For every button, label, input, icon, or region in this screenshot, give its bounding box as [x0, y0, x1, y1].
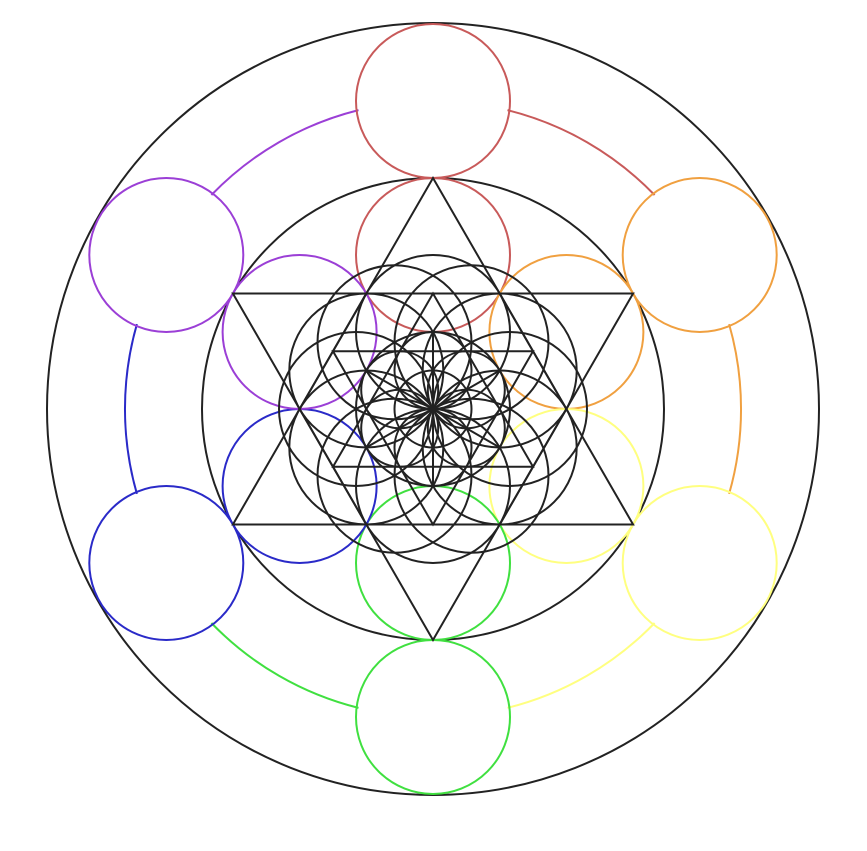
connector-arc-orange: [728, 323, 743, 495]
outer-petal-circle-blue: [88, 485, 245, 641]
connector-arc-blue: [123, 323, 138, 495]
outer-petal-circle-red: [355, 23, 511, 179]
connector-arc-yellow: [507, 622, 656, 709]
outer-petal-circle-green: [355, 639, 511, 795]
connector-arc-purple: [210, 109, 359, 196]
connector-arc-green: [210, 622, 359, 709]
inner-hexagon: [298, 292, 568, 526]
center-axis-line-3: [365, 369, 501, 449]
outer-petal-circle-orange: [621, 177, 778, 333]
outer-petal-circle-yellow: [621, 485, 778, 641]
connector-arc-red: [507, 109, 656, 196]
outer-petal-circle-purple: [88, 177, 245, 333]
